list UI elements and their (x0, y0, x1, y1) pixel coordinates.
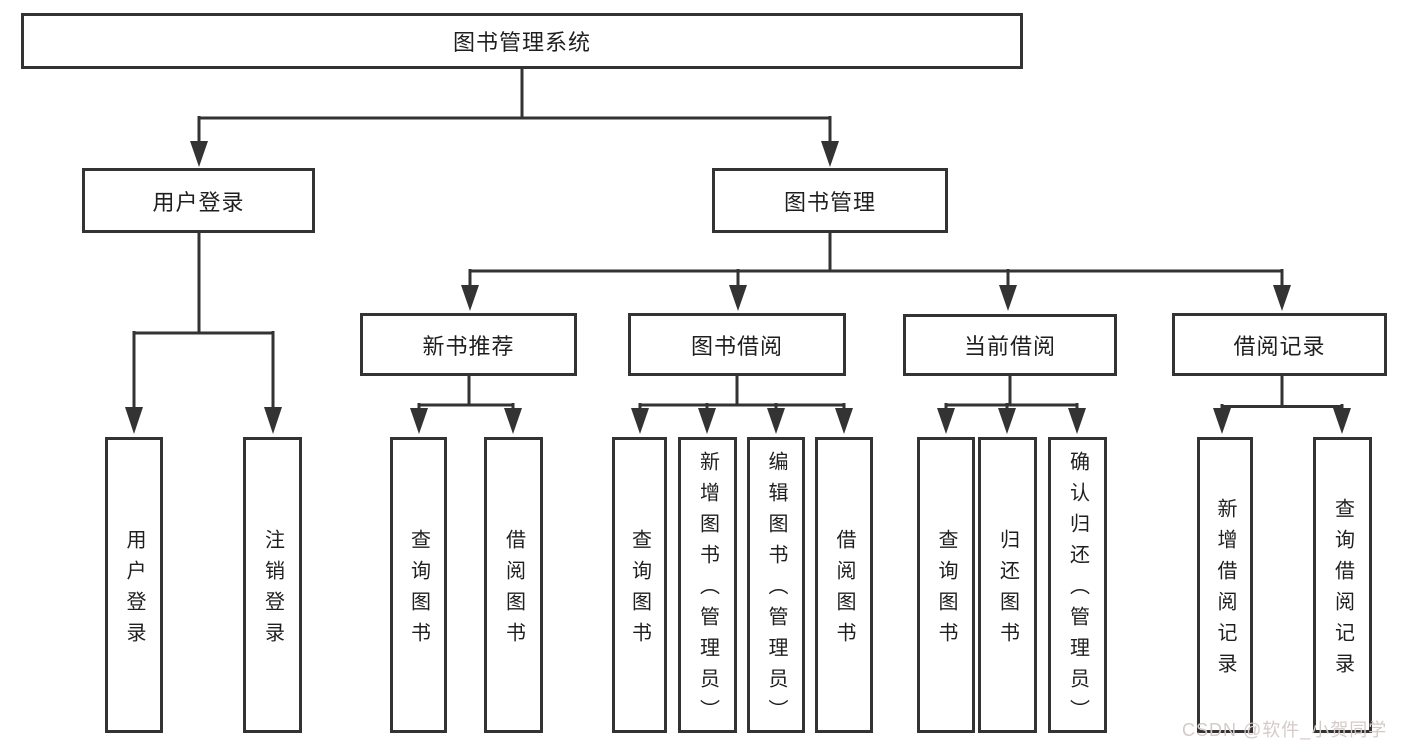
leaf-bb-query-books: 查询图书 (612, 437, 667, 733)
leaf-cb-confirm-return: 确认归还（管理员） (1048, 437, 1107, 733)
leaf-br-query-record: 查询借阅记录 (1313, 437, 1372, 733)
node-label: 注销登录 (261, 528, 284, 653)
leaf-bb-add-books: 新增图书（管理员） (678, 437, 737, 733)
node-label: 新增图书（管理员） (696, 451, 719, 730)
leaf-cb-return-books: 归还图书 (978, 437, 1037, 733)
node-label: 查询图书 (628, 528, 651, 653)
leaf-nbr-query-books: 查询图书 (390, 437, 447, 733)
node-borrow-records: 借阅记录 (1172, 313, 1387, 376)
node-label: 查询借阅记录 (1331, 497, 1354, 684)
node-label: 查询图书 (407, 528, 430, 653)
node-label: 借阅图书 (833, 528, 855, 653)
leaf-logout: 注销登录 (243, 437, 302, 733)
node-current-borrow: 当前借阅 (903, 314, 1117, 376)
node-user-login: 用户登录 (82, 168, 315, 233)
leaf-nbr-borrow-books: 借阅图书 (484, 437, 543, 733)
node-book-management: 图书管理 (712, 168, 948, 233)
node-label: 编辑图书（管理员） (765, 451, 787, 730)
node-label: 用户登录 (123, 528, 145, 653)
node-label: 当前借阅 (963, 334, 1056, 359)
node-label: 查询图书 (935, 528, 957, 653)
node-book-borrow: 图书借阅 (628, 313, 846, 376)
node-library-management-system: 图书管理系统 (21, 13, 1023, 69)
node-label: 借阅图书 (502, 528, 525, 653)
node-label: 图书借阅 (690, 333, 783, 359)
node-label: 借阅记录 (1233, 333, 1326, 359)
node-label: 归还图书 (996, 528, 1019, 653)
node-label: 确认归还（管理员） (1066, 451, 1089, 730)
leaf-bb-borrow-books: 借阅图书 (815, 437, 873, 733)
node-label: 新增借阅记录 (1214, 497, 1236, 684)
leaf-bb-edit-books: 编辑图书（管理员） (747, 437, 805, 733)
node-new-book-recommend: 新书推荐 (360, 313, 577, 376)
leaf-cb-query-books: 查询图书 (917, 437, 975, 733)
node-label: 新书推荐 (422, 333, 515, 359)
leaf-user-login: 用户登录 (105, 437, 163, 733)
leaf-br-add-record: 新增借阅记录 (1197, 437, 1253, 733)
node-label: 图书管理 (783, 189, 876, 215)
node-label: 图书管理系统 (452, 30, 591, 55)
node-label: 用户登录 (152, 189, 245, 215)
csdn-watermark: CSDN @软件_小贺同学 (1182, 720, 1388, 740)
